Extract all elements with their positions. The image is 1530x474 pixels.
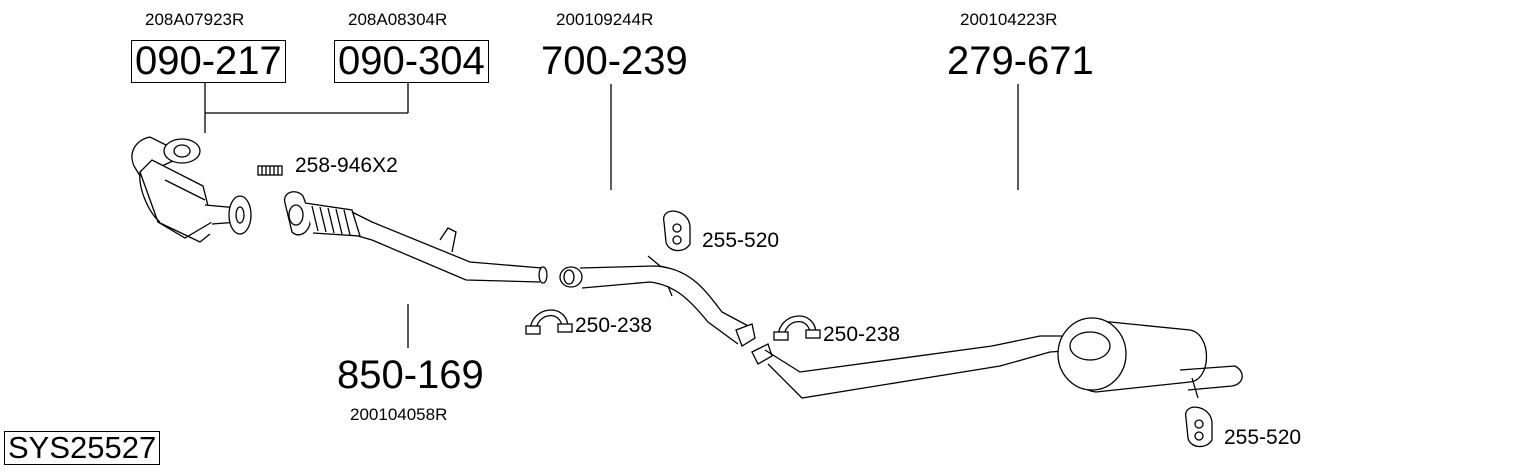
oem-number-rear: 200104223R	[960, 10, 1058, 29]
part-number-cat1[interactable]: 090-217	[131, 40, 286, 83]
part-number-front[interactable]: 850-169	[337, 353, 484, 397]
oem-number-front: 200104058R	[350, 405, 448, 424]
part-number-middle[interactable]: 700-239	[541, 39, 688, 83]
system-code: SYS25527	[4, 431, 161, 465]
oem-number-middle: 200109244R	[556, 10, 654, 29]
leader-lines	[204, 83, 1019, 348]
clamp-label[interactable]: 250-238	[575, 314, 653, 337]
part-number-cat2[interactable]: 090-304	[334, 40, 489, 83]
middle-pipe-icon	[559, 255, 756, 347]
clamp-icon	[525, 309, 573, 335]
hanger-rear-icon	[1185, 406, 1213, 448]
clamp-rear-label[interactable]: 250-238	[823, 323, 901, 346]
rear-muffler-icon	[751, 317, 1243, 399]
bolt-icon	[257, 165, 283, 176]
part-number-rear[interactable]: 279-671	[947, 39, 1094, 83]
oem-number-cat2: 208A08304R	[348, 10, 448, 29]
catalytic-converter-icon	[131, 136, 252, 243]
bolt-label[interactable]: 258-946X2	[295, 154, 398, 177]
hanger-rear-label[interactable]: 255-520	[1224, 426, 1302, 449]
oem-number-cat1: 208A07923R	[145, 10, 245, 29]
clamp-rear-icon	[773, 315, 821, 341]
hanger-label[interactable]: 255-520	[702, 229, 780, 252]
front-pipe-icon	[283, 191, 548, 284]
hanger-icon	[663, 210, 691, 252]
